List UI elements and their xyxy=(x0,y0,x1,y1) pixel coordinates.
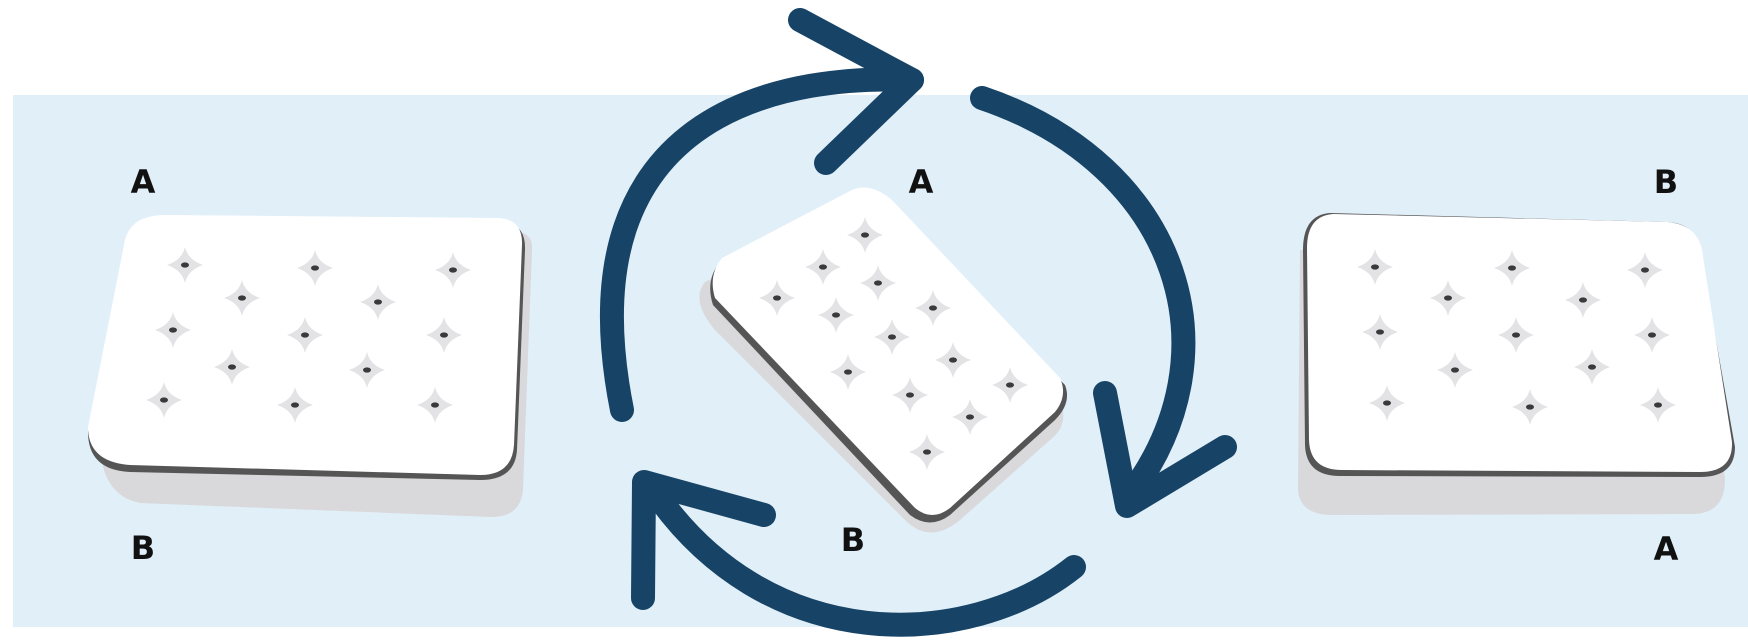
arrow-bottom-head xyxy=(631,470,776,610)
arrow-top-left-head xyxy=(788,8,924,175)
label-right-top: B xyxy=(1653,163,1679,201)
mattress-right xyxy=(1298,213,1735,515)
arrow-bottom xyxy=(638,473,1086,637)
label-left-top: A xyxy=(130,163,156,201)
rotation-arrows-icon xyxy=(599,8,1237,637)
arrow-right-head xyxy=(1093,381,1237,518)
arrow-right xyxy=(970,86,1196,512)
mattress-left xyxy=(88,215,533,518)
mattress-center xyxy=(699,187,1068,533)
label-center-bottom: B xyxy=(840,521,866,559)
arrow-top-left xyxy=(599,67,924,422)
label-left-bottom: B xyxy=(130,529,156,567)
mattress-center-top xyxy=(712,187,1064,515)
label-right-bottom: A xyxy=(1653,530,1679,568)
label-center-top: A xyxy=(908,163,934,201)
